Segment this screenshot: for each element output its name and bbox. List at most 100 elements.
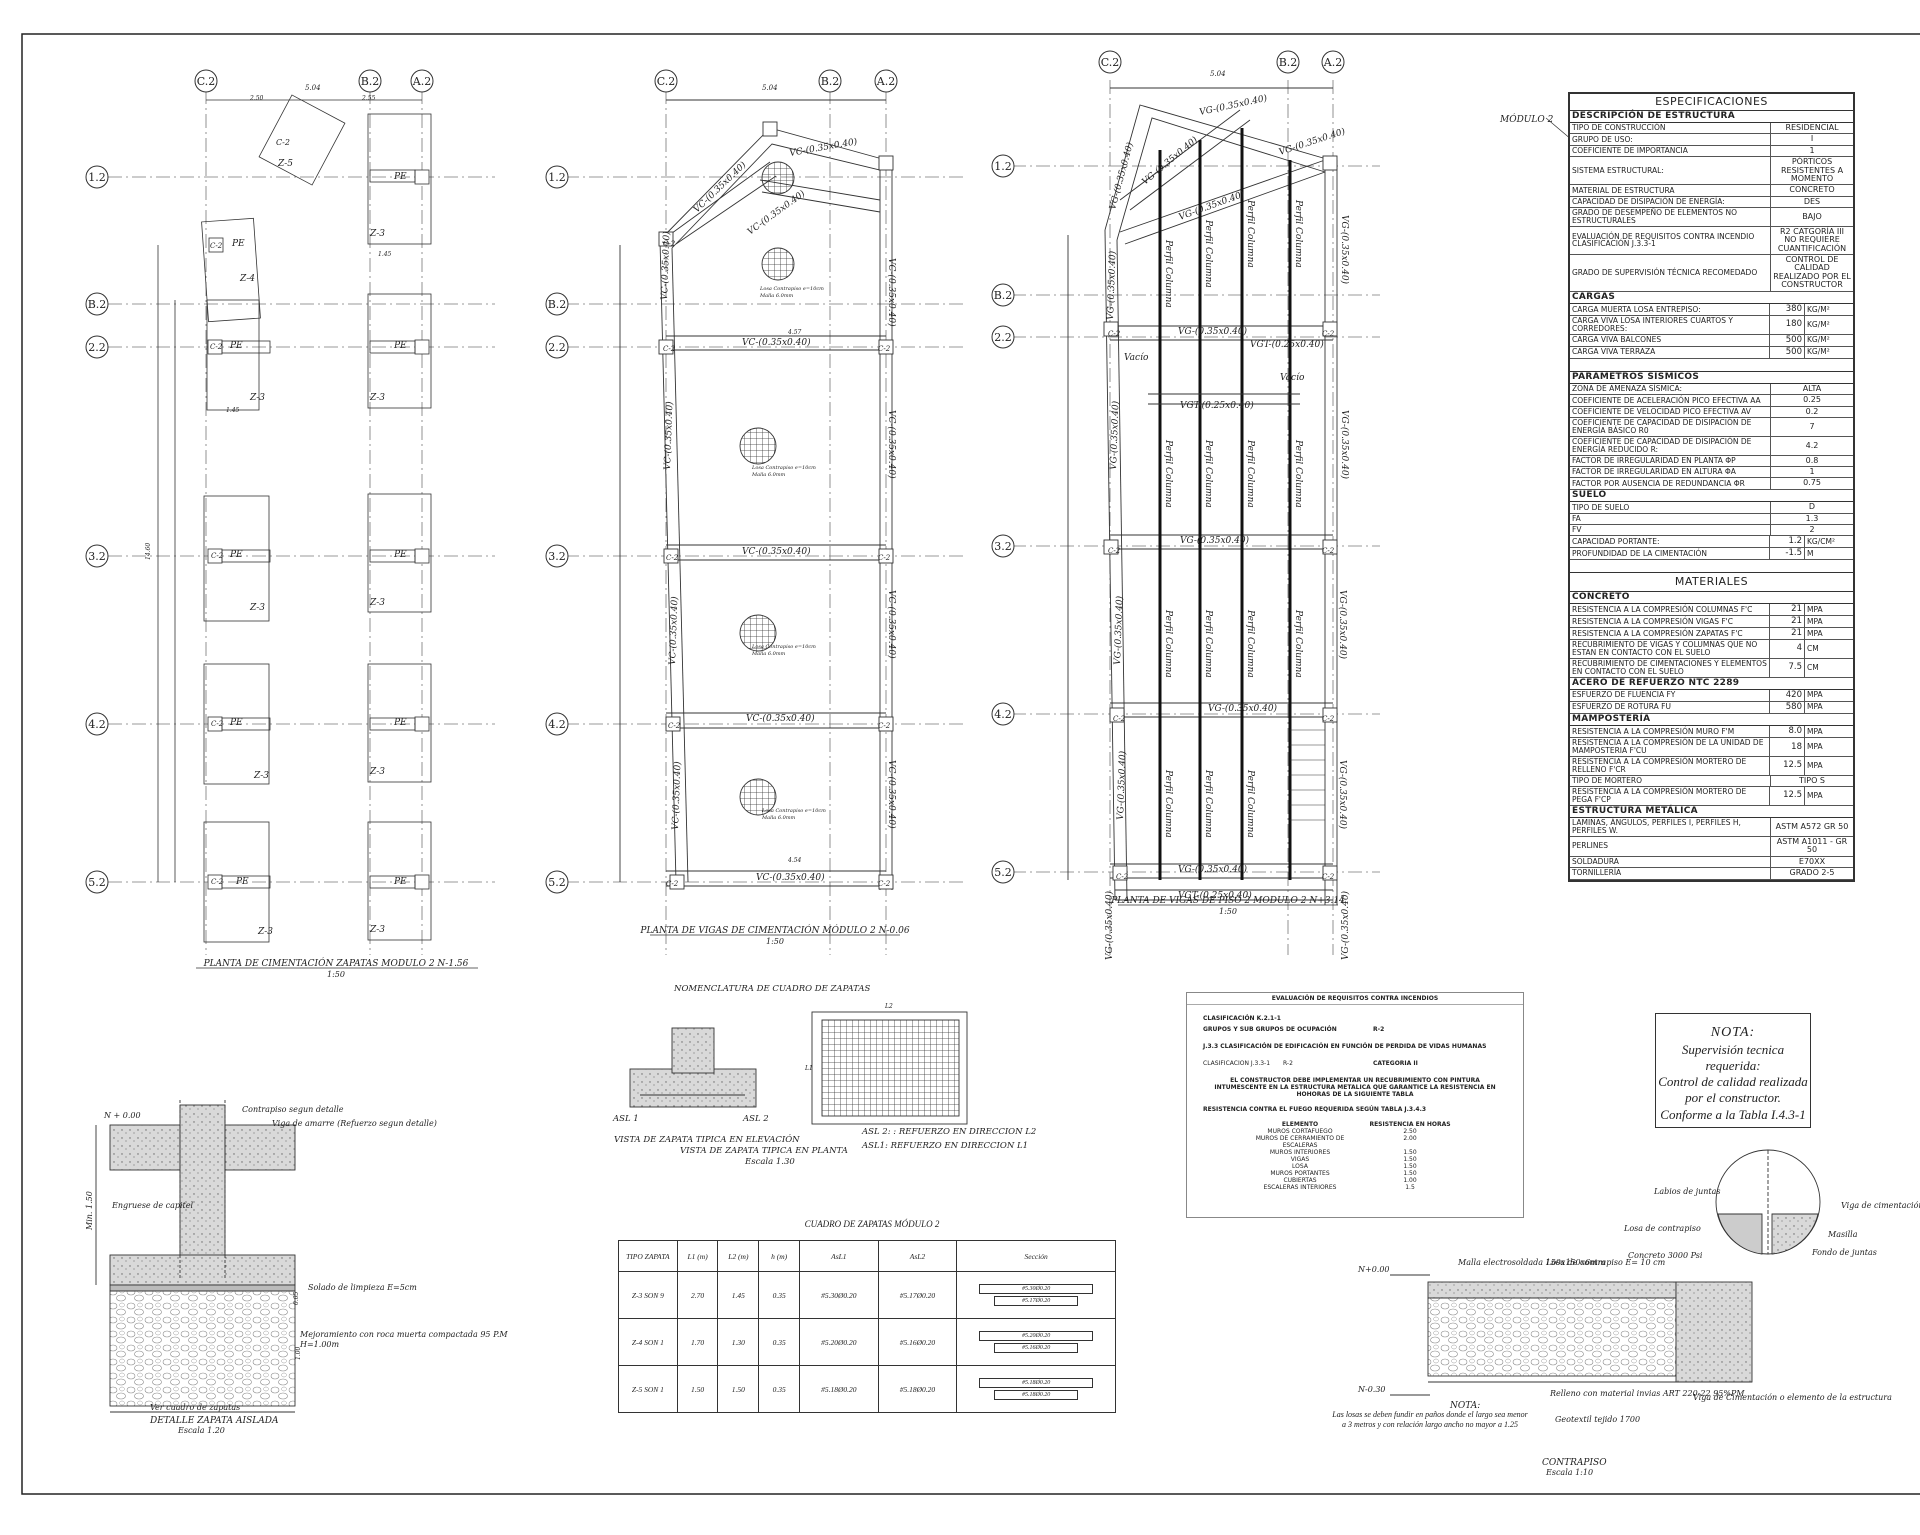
fire-element: MUROS CORTAFUEGO [1267, 1128, 1333, 1135]
spec-key: Grupo de uso: [1570, 134, 1771, 145]
axis-row: 4.2 [994, 708, 1012, 721]
spec-value: E70XX [1798, 856, 1826, 866]
vc-label: VC-(0.35x0.40) [667, 596, 680, 665]
masilla-label: Masilla [1827, 1230, 1858, 1239]
ztable-cell: Z-4 SON 1 [618, 1318, 678, 1366]
axis-row: 2.2 [994, 331, 1012, 344]
spec-key: Capacidad portante: [1570, 536, 1770, 548]
ztable-cell: 2.70 [676, 1271, 719, 1319]
plan1-scale: 1:50 [327, 970, 345, 979]
plan3-title: PLANTA DE VIGAS DE PISO 2 MODULO 2 N+3.1… [1110, 896, 1345, 906]
axis-col-b2: B.2 [361, 75, 380, 88]
spec-row: Fa1.3 [1570, 513, 1853, 526]
spec-section: CARGAS [1570, 292, 1853, 305]
losa-label: Malla 6.0mm [759, 293, 794, 299]
spec-value: 580 [1770, 701, 1805, 713]
ztable-cell: 1.45 [717, 1271, 760, 1319]
spec-value: I [1810, 134, 1814, 144]
spec-key: Esfuerzo de rotura Fu [1570, 701, 1770, 713]
vg-label: VG-(0.35x0.40) [1337, 760, 1348, 830]
fire-element: MUROS DE CERRAMIENTO DE ESCALERAS [1255, 1135, 1345, 1149]
ver-label: Ver cuadro de zapatas [150, 1403, 240, 1412]
spec-value: RESIDENCIAL [1785, 122, 1839, 132]
ztable-header: L1 (m) [676, 1240, 719, 1272]
spec-row: Coeficiente de capacidad de disipación d… [1570, 436, 1853, 456]
vc-label: VC-(0.35x0.40) [662, 401, 675, 470]
vc-label: VC-(0.35x0.40) [742, 546, 811, 557]
c2-tag: C-2 [1113, 715, 1126, 723]
spec-row: PerlinesASTM A1011 - GR 50 [1570, 837, 1853, 857]
ztable-header: AsL2 [877, 1240, 958, 1272]
viga-label: Viga de amarre (Refuerzo segun detalle) [272, 1119, 437, 1128]
plan-vigas-cimentacion [565, 90, 965, 955]
fondo-label: Fondo de juntas [1811, 1248, 1877, 1257]
fire-element: VIGAS [1290, 1156, 1310, 1163]
vg-label: VG-(0.35x0.40) [1115, 750, 1128, 820]
l1-label: L1 [804, 1065, 813, 1072]
vc-label: VC-(0.35x0.40) [886, 410, 897, 479]
z5-label: Z-5 [277, 159, 293, 169]
note-line: por el constructor. [1685, 1090, 1781, 1106]
ztable-cell: 1.70 [676, 1318, 719, 1366]
spec-value: DES [1803, 196, 1821, 206]
fire-line: RESISTENCIA CONTRA EL FUEGO REQUERIDA SE… [1203, 1106, 1427, 1113]
fire-line: J.3.3 CLASIFICACIÓN DE EDIFICACIÓN EN FU… [1203, 1043, 1487, 1050]
note-title: NOTA: [1710, 1025, 1756, 1040]
axis-col-b2: B.2 [1279, 56, 1298, 69]
spec-key: Coeficiente de importancia [1570, 145, 1771, 157]
spec-gap [1570, 560, 1853, 574]
z3-label: Z-3 [369, 767, 385, 777]
pe-label: PE [229, 341, 243, 351]
c2-tag: C-2 [276, 138, 290, 147]
dim-145: 1.45 [226, 407, 240, 414]
spec-key: Material de estructura [1570, 185, 1771, 196]
losa-label: Losa Contrapiso e=10cm [751, 465, 816, 471]
losa-label: Malla 6.0mm [751, 472, 786, 478]
note-line: Conforme a la Tabla I.4.3-1 [1660, 1106, 1806, 1122]
c2-tag: C-2 [1116, 873, 1129, 881]
dim-005: 0.05 [293, 1291, 300, 1305]
modulo-label: MÓDULO 2 [1499, 113, 1554, 125]
c2-tag: C-2 [878, 554, 891, 562]
spec-value: 420 [1770, 689, 1805, 701]
section-bar: #5.18Ø0.20 [994, 1390, 1079, 1400]
spec-value: 500 [1770, 346, 1805, 358]
spec-value: 4.2 [1805, 440, 1819, 450]
c2-tag: C-2 [211, 552, 224, 560]
vc-label: VC-(0.35x0.40) [886, 590, 897, 659]
spec-row: Coeficiente de velocidad pico efectiva A… [1570, 406, 1853, 419]
spec-unit: MPA [1807, 760, 1823, 770]
perfil-label: Perfil Columna [1163, 769, 1173, 838]
vg-label: VG-(0.35x0.40) [1208, 703, 1278, 714]
note-line: requerida: [1705, 1057, 1761, 1073]
spec-row: Resistencia a la compresión muro F'm8.0M… [1570, 726, 1853, 739]
spec-unit: MPA [1807, 726, 1823, 736]
vc-label: VC-(0.35x0.40) [745, 188, 807, 238]
spec-key: Tornillería [1570, 868, 1771, 879]
fire-line: CLASIFICACIÓN K.2.1-1 [1203, 1015, 1281, 1022]
spec-key: Carga muerta losa entrepiso: [1570, 304, 1770, 315]
mejora-label: Mejoramiento con roca muerta compactada … [299, 1330, 508, 1339]
z4-label: Z-4 [239, 274, 255, 284]
asl1-label: ASL 1 [612, 1114, 639, 1124]
spec-materials-title: MATERIALES [1570, 573, 1853, 592]
fire-hours: 1.50 [1403, 1163, 1417, 1170]
nota-title: NOTA: [1449, 1401, 1480, 1411]
vacio-label: Vacío [1124, 352, 1149, 363]
vg-label: VG-(0.35x0.40) [1178, 326, 1248, 337]
ztable-header: h (m) [758, 1240, 801, 1272]
spec-key: Capacidad de disipación de energía: [1570, 196, 1771, 208]
spec-unit: MPA [1807, 702, 1823, 712]
c2-tag: C-2 [668, 722, 681, 730]
spec-row: Recubrimiento de cimentaciones y element… [1570, 658, 1853, 678]
spec-value: 0.25 [1803, 395, 1821, 405]
c2-tag: C-2 [878, 722, 891, 730]
vgt-label: VGT-(0.25x0.40) [1178, 890, 1252, 901]
dim-250: 2.50 [249, 95, 264, 102]
detail-scale: Escala 1.20 [177, 1426, 225, 1435]
contrapiso-title: CONTRAPISO [1542, 1458, 1607, 1468]
perfil-label: Perfil Columna [1203, 439, 1213, 508]
